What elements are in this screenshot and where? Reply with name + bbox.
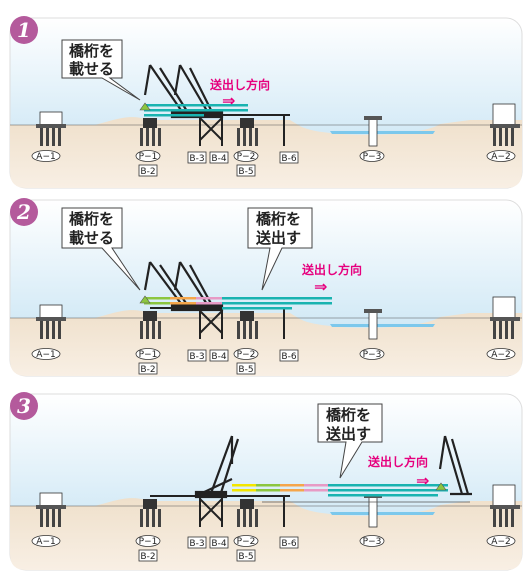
ground [10,117,522,188]
callout-text-line1: 橋桁を [326,406,371,424]
label-b6: B-6 [281,154,296,164]
callout-text-line1: 橋桁を [256,210,301,228]
label-a1: A−1 [36,350,55,360]
label-b2: B-2 [140,167,155,177]
bent-labels: B-2 B-3 B-4 B-5 B-6 [138,536,299,562]
label-b4: B-4 [211,539,226,549]
pier-p1 [140,311,161,339]
label-a2: A−2 [491,350,510,360]
label-p1: P−1 [139,152,158,162]
abutment-a2 [490,103,520,146]
label-b4: B-4 [211,352,226,362]
water [330,324,435,327]
water [330,512,435,515]
callout-load-girder: 橋桁を 載せる [61,207,141,291]
label-b5: B-5 [238,365,253,375]
label-b2: B-2 [140,365,155,375]
label-p2: P−2 [237,350,256,360]
label-b3: B-3 [189,539,204,549]
abutment-a2 [490,484,520,527]
direction-arrow: ⇒ [222,91,235,110]
label-p3: P−3 [363,350,382,360]
pier-labels: A−1 P−1 P−2 P−3 A−2 [31,150,516,162]
ground [10,498,522,570]
callout-text-line2: 送出す [325,425,371,443]
label-b5: B-5 [238,552,253,562]
step-badge [10,198,38,226]
panel-1: 橋桁を 載せる 送出し方向 ⇒ A−1 P−1 P−2 P−3 A−2 B-2 … [9,16,523,189]
girder [232,482,448,497]
direction-label: 送出し方向 [367,454,428,469]
label-b2: B-2 [140,552,155,562]
bent-labels: B-2 B-3 B-4 B-5 B-6 [138,349,299,375]
pier-p2 [237,499,258,527]
abutment-a1 [36,492,66,527]
direction-arrow: ⇒ [416,471,429,490]
label-p2: P−2 [237,152,256,162]
label-p3: P−3 [363,537,382,547]
crane-left [194,435,240,499]
callout-load-girder: 橋桁を 載せる [61,39,141,101]
label-a2: A−2 [491,152,510,162]
callout-text-line2: 送出す [255,229,301,247]
step-number: 3 [17,394,31,418]
crane-right [438,435,472,496]
abutment-a2 [490,296,520,339]
label-a2: A−2 [491,537,510,547]
water [330,131,435,134]
pier-p3 [364,309,382,340]
direction-label: 送出し方向 [209,77,270,92]
pier-p2 [237,118,258,146]
pier-p3 [364,116,382,147]
girder [139,295,332,310]
label-a1: A−1 [36,537,55,547]
pier-p2 [237,311,258,339]
label-p1: P−1 [139,537,158,547]
direction-arrow: ⇒ [314,277,327,296]
callout-text-line1: 橋桁を [69,42,114,60]
bent-labels: B-2 B-3 B-4 B-5 B-6 [138,151,299,177]
label-b3: B-3 [189,154,204,164]
pier-labels: A−1 P−1 P−2 P−3 A−2 [31,348,516,360]
label-b4: B-4 [211,154,226,164]
callout-text-line1: 橋桁を [69,210,114,228]
step-badge [10,16,38,44]
callout-push-girder: 橋桁を 送出す [247,207,313,291]
girder [139,102,248,117]
label-b3: B-3 [189,352,204,362]
label-b6: B-6 [281,539,296,549]
label-a1: A−1 [36,152,55,162]
pier-p1 [140,118,161,146]
callout-text-line2: 載せる [69,60,114,78]
callout-text-line2: 載せる [69,229,114,247]
callout-push-girder: 橋桁を 送出す [317,403,383,479]
abutment-a1 [36,304,66,339]
step-number: 1 [17,18,31,42]
abutment-a1 [36,111,66,146]
panel-3: 橋桁を 送出す 送出し方向 ⇒ A−1 P−1 P−2 P−3 A−2 B-2 … [9,392,523,571]
label-b6: B-6 [281,352,296,362]
label-p3: P−3 [363,152,382,162]
label-p1: P−1 [139,350,158,360]
pier-p1 [140,499,161,527]
label-b5: B-5 [238,167,253,177]
step-badge [10,392,38,420]
ground [10,310,522,376]
pier-labels: A−1 P−1 P−2 P−3 A−2 [31,535,516,547]
label-p2: P−2 [237,537,256,547]
panel-2: 橋桁を 載せる 橋桁を 送出す 送出し方向 ⇒ A−1 P−1 P−2 P−3 … [9,198,523,377]
direction-label: 送出し方向 [301,262,362,277]
step-number: 2 [16,200,31,224]
